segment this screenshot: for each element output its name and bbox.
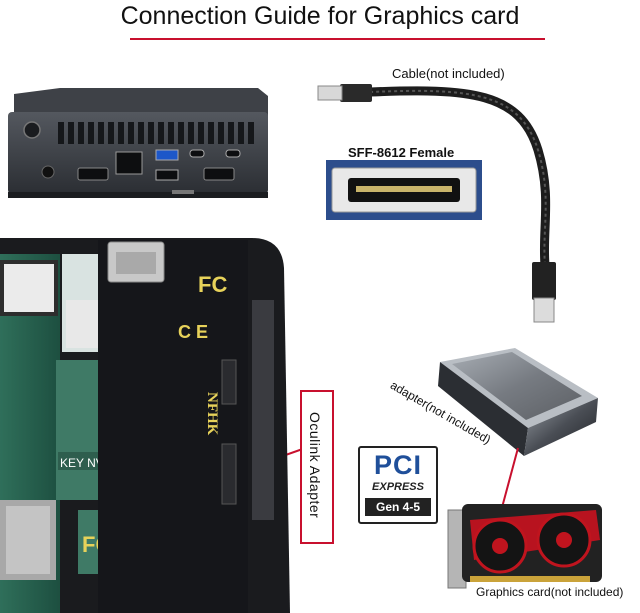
ethernet-port-icon (115, 151, 143, 175)
pci-gen-badge: Gen 4-5 (365, 498, 431, 516)
graphics-card-label: Graphics card(not included) (476, 585, 624, 599)
page-title: Connection Guide for Graphics card (120, 2, 520, 30)
cable-plug-top (340, 84, 372, 102)
power-jack-icon (41, 165, 55, 179)
oculink-cable (317, 84, 556, 323)
usb-c-port-icon (225, 149, 241, 158)
sff-label: SFF-8612 Female (348, 145, 455, 160)
pci-gen-range: 4-5 (402, 500, 421, 514)
cable-label: Cable(not included) (392, 66, 505, 81)
svg-text:FC: FC (198, 272, 227, 297)
oculink-label-box (300, 390, 334, 544)
usb-port-icon (155, 169, 179, 181)
cable-plug-bottom (532, 262, 556, 300)
connector-line (499, 447, 519, 516)
mainboard-closeup: KEY NVMe FC FC C E NFHK (0, 238, 290, 613)
graphics-card (447, 504, 602, 589)
sff-8612-connector (326, 160, 482, 220)
usb-c-port-icon (189, 149, 205, 158)
oculink-label-text: Oculink Adapter (307, 411, 323, 519)
hdmi-port-icon (77, 167, 109, 181)
vent-grille (58, 122, 254, 144)
svg-text:C E: C E (178, 322, 208, 342)
oculink-label: Oculink Adapter (300, 390, 330, 540)
gpu-adapter-box (438, 348, 598, 456)
hdmi-port-icon (203, 167, 235, 181)
title-underline (130, 38, 545, 40)
mini-pc (8, 88, 268, 198)
usb-port-icon (155, 149, 179, 161)
pci-gen-text: Gen (375, 500, 400, 514)
nfhk-brand: NFHK (204, 392, 220, 436)
pcie-logo: PCI EXPRESS Gen 4-5 (358, 446, 438, 524)
pci-express-word: EXPRESS (372, 481, 424, 493)
pci-word: PCI (373, 450, 422, 480)
screw-icon (23, 121, 41, 139)
